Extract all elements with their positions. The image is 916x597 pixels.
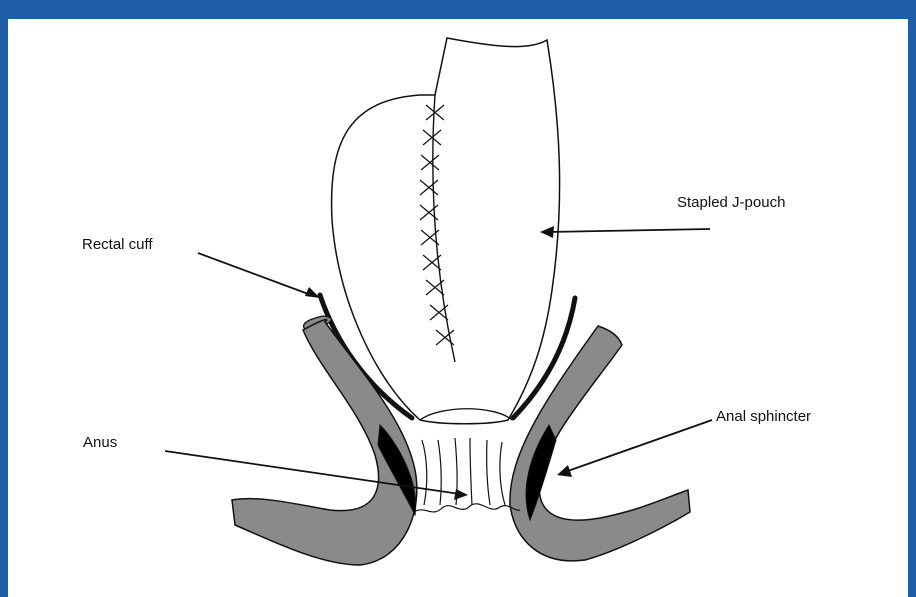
label-rectal-cuff: Rectal cuff (82, 236, 153, 253)
cuff-arrow (198, 253, 311, 295)
label-stapled-j-pouch: Stapled J-pouch (677, 194, 785, 211)
anal-fold-1 (422, 440, 427, 505)
right-sphincter-band (510, 326, 690, 561)
sphincter-arrow (565, 420, 712, 472)
anal-fold-6 (500, 442, 505, 505)
j-pouch-outline (332, 38, 560, 424)
anus-arrowhead (454, 489, 468, 500)
label-anus: Anus (83, 434, 117, 451)
anal-fold-5 (487, 440, 490, 505)
anal-canal (414, 438, 520, 512)
cuff-arrowhead (305, 287, 320, 298)
anal-fold-4 (470, 438, 472, 505)
anal-fold-2 (438, 440, 441, 505)
label-anal-sphincter: Anal sphincter (716, 408, 811, 425)
pouch-arrow (548, 229, 710, 232)
sphincter-arrowhead (557, 465, 572, 477)
anal-opening (414, 504, 520, 512)
